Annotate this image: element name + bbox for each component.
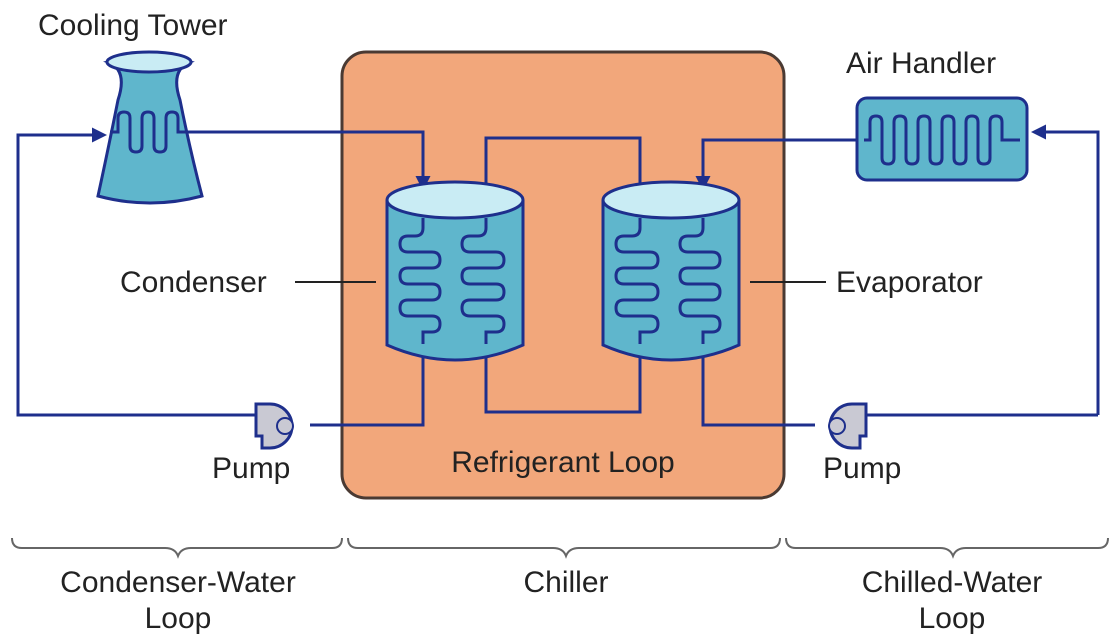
- brace-condenser-water: [11, 537, 343, 559]
- section-chiller-label: Chiller: [523, 566, 608, 599]
- cooling-tower-icon: [96, 50, 204, 205]
- refrigerant-loop-pipes: [484, 136, 642, 414]
- section-condenser-water-line2: Loop: [145, 602, 212, 635]
- brace-chilled-water: [785, 537, 1109, 559]
- pump-left-label: Pump: [212, 452, 290, 485]
- pump-right-icon: [828, 402, 868, 450]
- cooling-tower-label: Cooling Tower: [38, 9, 228, 42]
- condenser-label: Condenser: [120, 266, 267, 299]
- air-handler-icon: [855, 96, 1029, 182]
- evaporator-tank-icon: [601, 180, 741, 362]
- refrigerant-loop-label: Refrigerant Loop: [451, 446, 674, 479]
- condenser-tank-icon: [385, 180, 525, 362]
- chilled-water-loop-pipes: [695, 124, 1100, 427]
- pump-left-icon: [254, 402, 294, 450]
- section-chilled-water-line2: Loop: [919, 602, 986, 635]
- section-chilled-water-line1: Chilled-Water: [862, 566, 1043, 599]
- condenser-water-loop-pipes: [16, 110, 431, 427]
- evaporator-label: Evaporator: [836, 266, 983, 299]
- pump-right-label: Pump: [823, 452, 901, 485]
- brace-chiller: [347, 537, 781, 559]
- air-handler-label: Air Handler: [846, 47, 996, 80]
- chiller-box: [340, 50, 786, 500]
- section-condenser-water-line1: Condenser-Water: [60, 566, 296, 599]
